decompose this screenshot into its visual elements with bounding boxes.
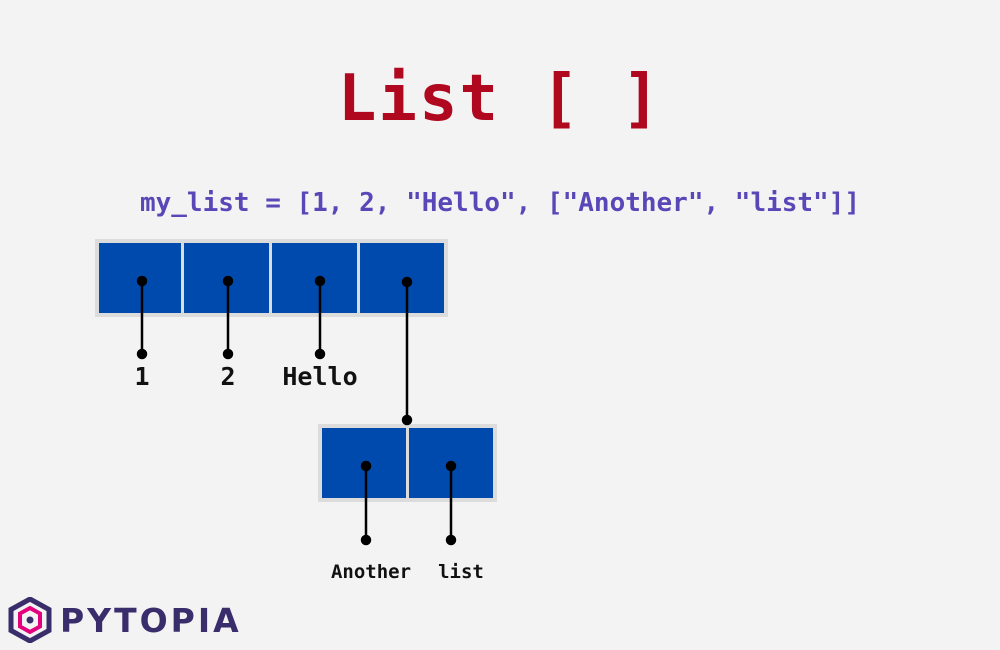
inner-item-label-1: Another — [330, 561, 412, 583]
outer-list-cell-3 — [272, 243, 357, 313]
logo-text: PYTOPIA — [60, 600, 242, 640]
outer-item-label-1: 1 — [134, 362, 150, 391]
outer-item-label-3: Hello — [282, 362, 358, 391]
inner-item-label-2: list — [438, 561, 484, 583]
page-title: List [ ] — [337, 62, 663, 136]
outer-item-label-2: 2 — [220, 362, 236, 391]
pytopia-hexagon-logo-icon — [8, 597, 52, 643]
pytopia-logo: PYTOPIA — [8, 597, 242, 643]
outer-list-cell-4 — [360, 243, 444, 313]
code-line: my_list = [1, 2, "Hello", ["Another", "l… — [139, 188, 861, 218]
